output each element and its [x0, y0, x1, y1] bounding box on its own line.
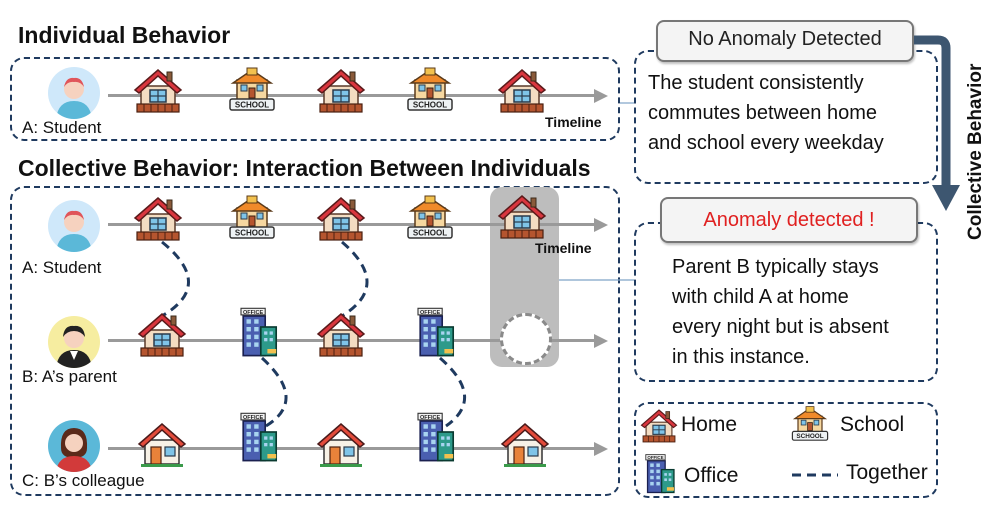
legend-box	[634, 402, 938, 498]
no-anomaly-text-line: The student consistently	[648, 72, 864, 94]
individual-title: Individual Behavior	[18, 22, 231, 48]
office-icon	[230, 305, 285, 360]
anomaly-text: Parent B typically stays with child A at…	[672, 252, 889, 372]
individual-person-label: A: Student	[22, 118, 102, 137]
person-c-label: C: B’s colleague	[22, 471, 145, 490]
office-icon	[230, 410, 285, 465]
school-icon	[790, 405, 830, 445]
legend-home-label: Home	[681, 413, 738, 436]
home-icon	[316, 420, 366, 470]
office-icon	[637, 452, 681, 496]
office-icon	[407, 410, 462, 465]
no-anomaly-text: The student consistently commutes betwee…	[648, 68, 884, 158]
home-icon	[497, 192, 547, 242]
individual-timeline-arrow	[594, 88, 608, 103]
missing-presence-circle	[500, 313, 552, 365]
individual-timeline-label: Timeline	[545, 114, 602, 130]
collective-flow-arrow	[914, 35, 960, 211]
student-avatar	[48, 67, 100, 119]
office-icon	[407, 305, 462, 360]
person-a-label: A: Student	[22, 258, 102, 277]
timeline-a-arrow	[594, 217, 608, 232]
home-icon	[316, 194, 366, 244]
no-anomaly-text-line: and school every weekday	[648, 132, 884, 154]
collective-box	[10, 186, 620, 496]
anomaly-text-line: with child A at home	[672, 286, 849, 308]
parent-avatar	[48, 316, 100, 368]
legend-school-label: School	[840, 413, 905, 436]
collective-title: Collective Behavior: Interaction Between…	[18, 155, 591, 181]
anomaly-text-line: in this instance.	[672, 346, 810, 368]
home-icon	[316, 310, 366, 360]
collective-behavior-side-label: Collective Behavior	[965, 63, 986, 240]
collective-timeline-label: Timeline	[535, 240, 592, 256]
no-anomaly-text-line: commutes between home	[648, 102, 878, 124]
legend-together-label: Together	[846, 461, 928, 484]
school-icon	[405, 194, 455, 244]
individual-box	[10, 57, 620, 141]
together-line-icon	[792, 473, 838, 477]
timeline-b-arrow	[594, 333, 608, 348]
person-b-label: B: A’s parent	[22, 367, 117, 386]
timeline-c-arrow	[594, 441, 608, 456]
student-avatar	[48, 200, 100, 252]
anomaly-text-line: every night but is absent	[672, 316, 889, 338]
home-icon	[133, 194, 183, 244]
anomaly-text-line: Parent B typically stays	[672, 256, 879, 278]
no-anomaly-callout: No Anomaly Detected	[656, 20, 914, 62]
home-icon	[640, 407, 678, 445]
home-icon	[137, 310, 187, 360]
school-icon	[227, 194, 277, 244]
home-icon	[137, 420, 187, 470]
home-icon	[500, 420, 550, 470]
colleague-avatar	[48, 420, 100, 472]
legend-office-label: Office	[684, 464, 739, 487]
anomaly-callout: Anomaly detected !	[660, 197, 918, 243]
